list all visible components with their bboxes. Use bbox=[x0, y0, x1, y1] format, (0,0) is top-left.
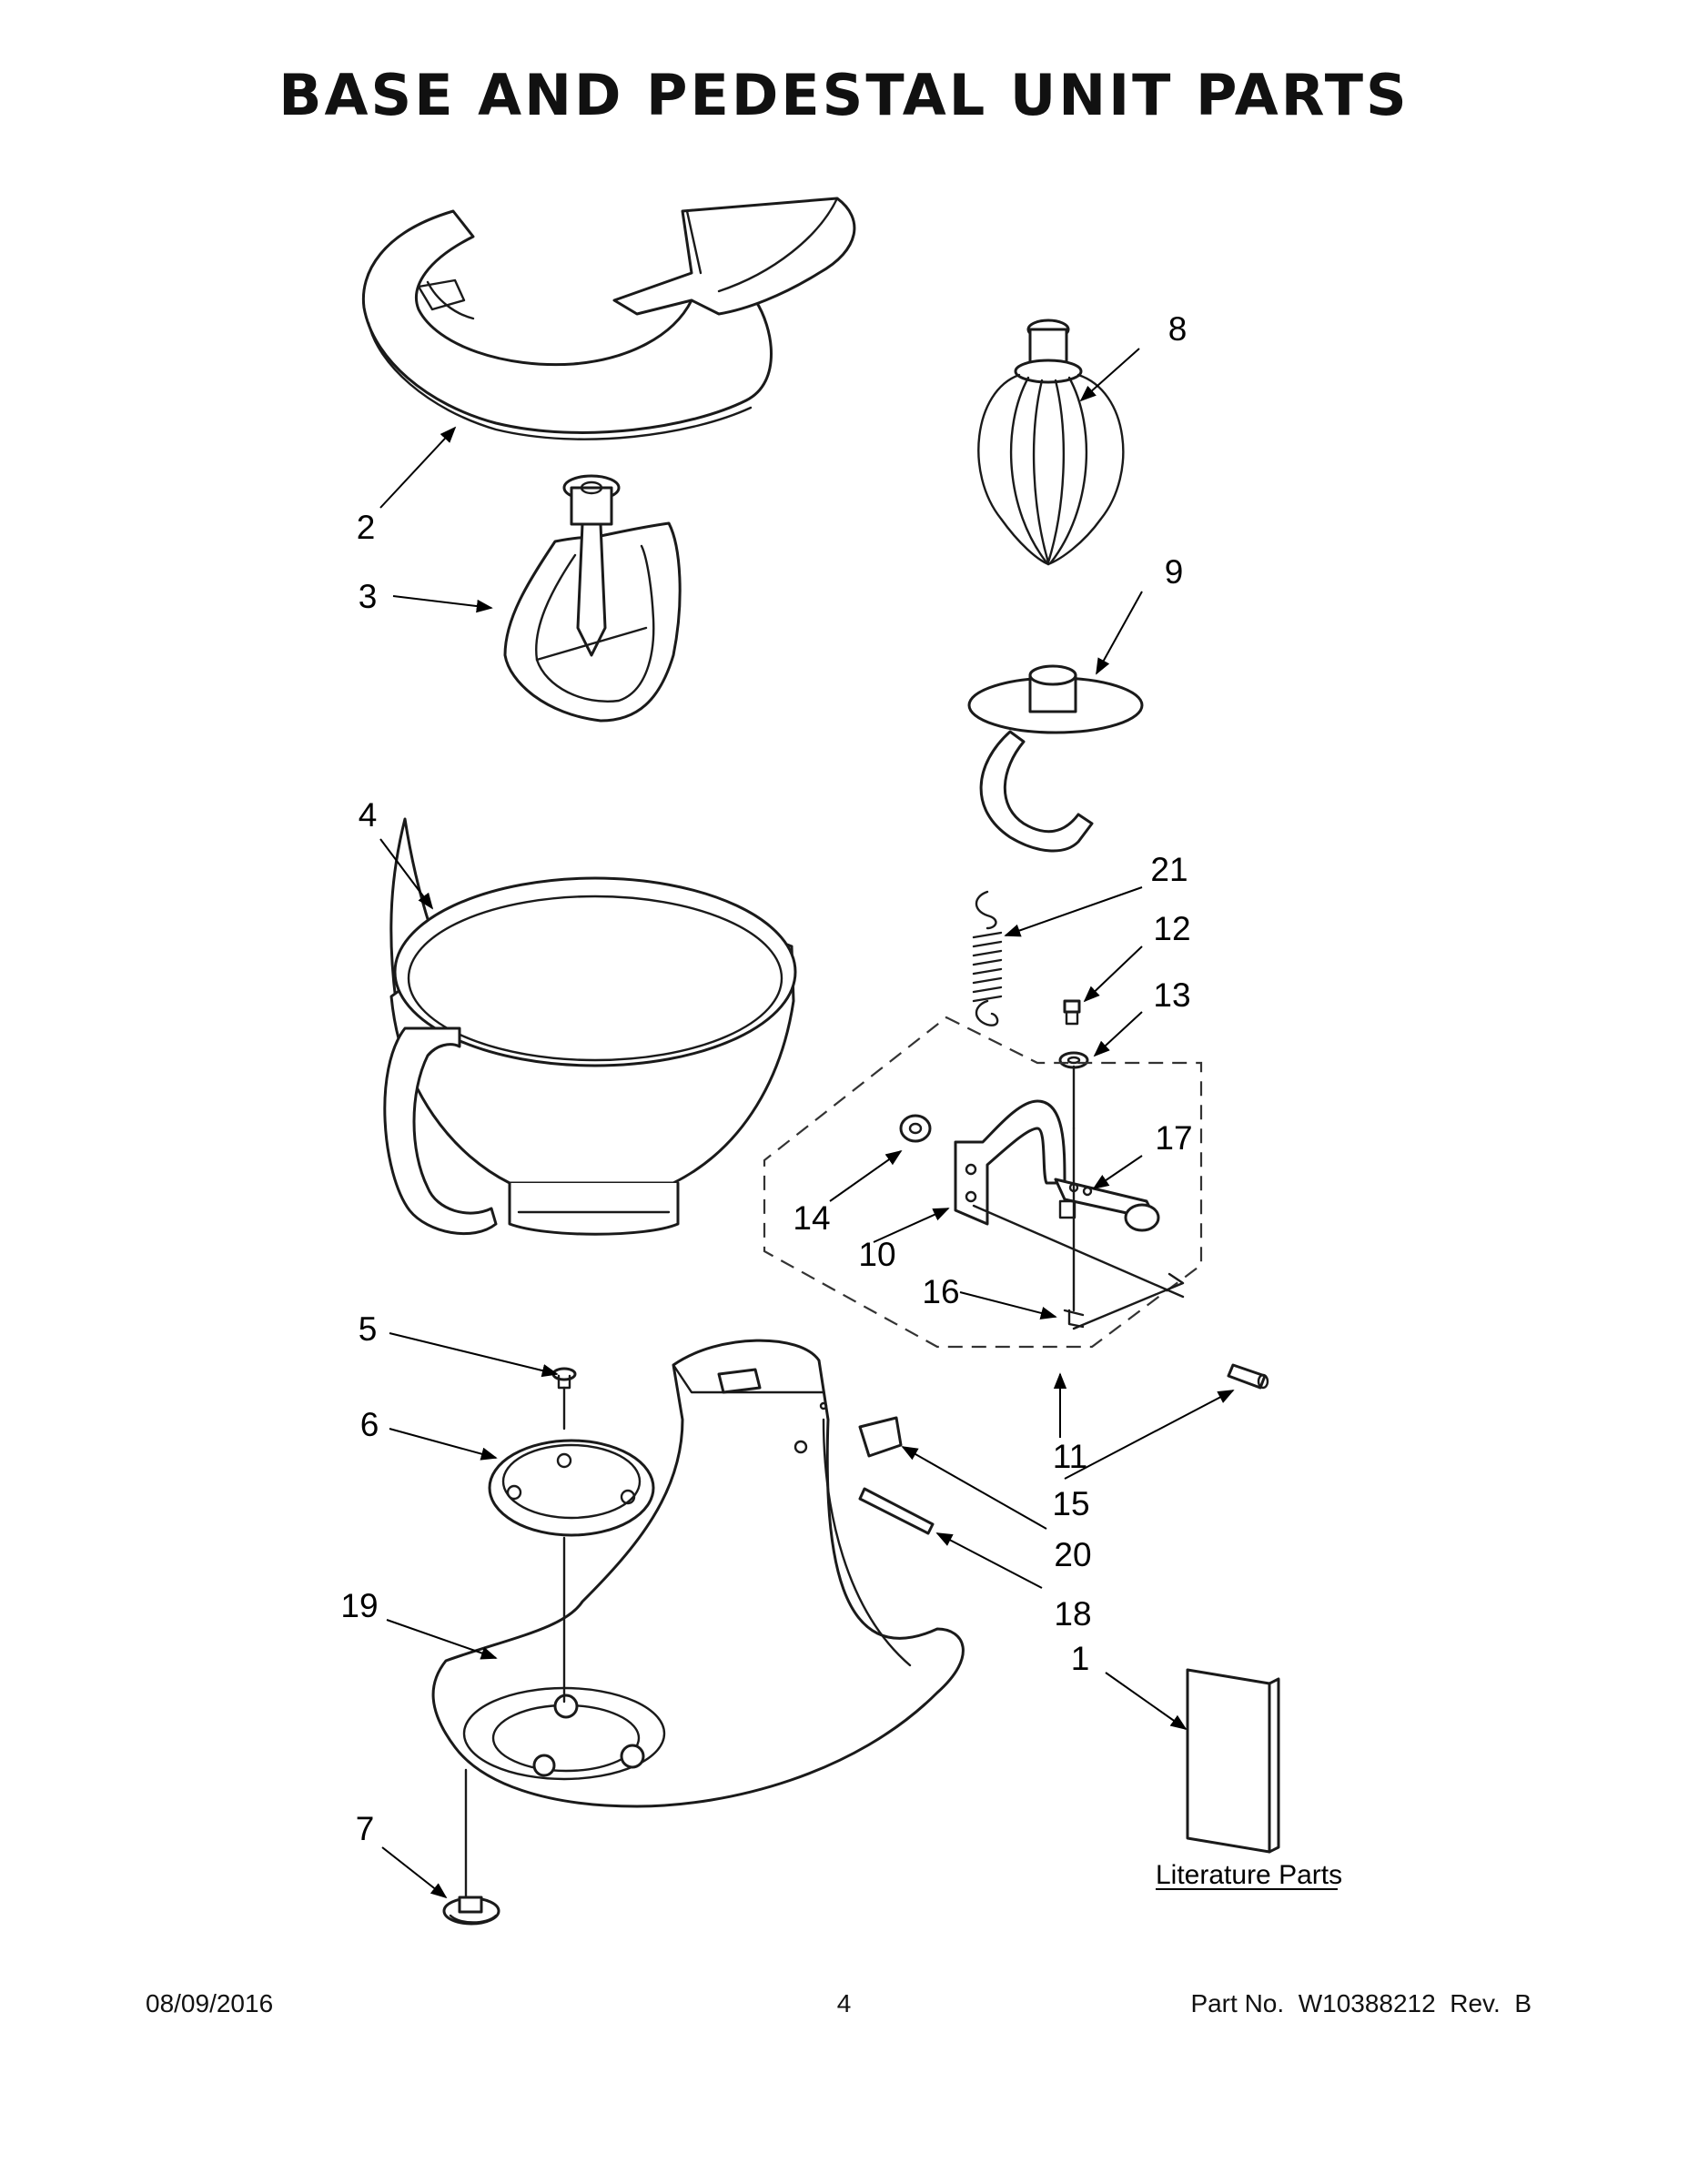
callout-20: 20 bbox=[1054, 1536, 1091, 1573]
screw-12 bbox=[1063, 999, 1081, 1026]
callout-labels: 1 2 3 4 5 6 7 8 9 10 11 12 13 14 15 16 1… bbox=[340, 310, 1192, 1847]
pouring-shield bbox=[361, 197, 856, 440]
callout-7: 7 bbox=[356, 1810, 375, 1847]
callout-17: 17 bbox=[1155, 1119, 1192, 1157]
washer-13 bbox=[1058, 1051, 1089, 1130]
lock-lever bbox=[1054, 1178, 1160, 1232]
foot bbox=[442, 1768, 500, 1926]
dough-hook bbox=[967, 664, 1144, 853]
literature-parts-label: Literature Parts bbox=[1156, 1860, 1342, 1890]
footer-page-number: 4 bbox=[836, 1989, 852, 2017]
callout-10: 10 bbox=[858, 1236, 895, 1273]
page-title: BASE AND PEDESTAL UNIT PARTS bbox=[278, 62, 1410, 128]
callout-21: 21 bbox=[1150, 851, 1188, 888]
hinge-assembly-outline bbox=[763, 1016, 1203, 1349]
callout-3: 3 bbox=[359, 578, 378, 615]
callout-16: 16 bbox=[922, 1273, 959, 1310]
wire-whip bbox=[977, 318, 1125, 566]
hinge-pin-18 bbox=[858, 1487, 935, 1535]
callout-13: 13 bbox=[1153, 976, 1190, 1014]
callout-18: 18 bbox=[1054, 1595, 1091, 1633]
callout-14: 14 bbox=[793, 1199, 830, 1237]
callout-9: 9 bbox=[1165, 553, 1184, 591]
footer-date: 08/09/2016 bbox=[146, 1989, 274, 2017]
callout-19: 19 bbox=[340, 1587, 378, 1624]
callout-8: 8 bbox=[1168, 310, 1188, 348]
spring bbox=[972, 890, 1003, 1026]
pedestal-base bbox=[431, 1339, 965, 1808]
hinge-cover bbox=[858, 1416, 903, 1458]
literature-packet bbox=[1186, 1668, 1280, 1854]
callout-6: 6 bbox=[360, 1406, 379, 1443]
mixing-bowl bbox=[383, 817, 797, 1236]
washer-14 bbox=[899, 1114, 932, 1143]
callout-2: 2 bbox=[357, 509, 376, 546]
flat-beater bbox=[503, 474, 682, 723]
hinge-rod bbox=[972, 1127, 1185, 1330]
callout-5: 5 bbox=[359, 1310, 378, 1348]
clamp-plate bbox=[488, 1439, 655, 1704]
leader-lines bbox=[379, 348, 1235, 1899]
hinge-bracket bbox=[954, 1099, 1066, 1226]
callout-4: 4 bbox=[359, 796, 378, 834]
screw-5 bbox=[551, 1367, 577, 1431]
callout-11: 11 bbox=[1053, 1438, 1087, 1475]
footer-part-number: Part No. W10388212 Rev. B bbox=[1190, 1989, 1531, 2017]
callout-12: 12 bbox=[1153, 910, 1190, 947]
hinge-pin bbox=[1227, 1363, 1269, 1390]
callout-15: 15 bbox=[1052, 1485, 1089, 1522]
callout-1: 1 bbox=[1071, 1640, 1090, 1677]
